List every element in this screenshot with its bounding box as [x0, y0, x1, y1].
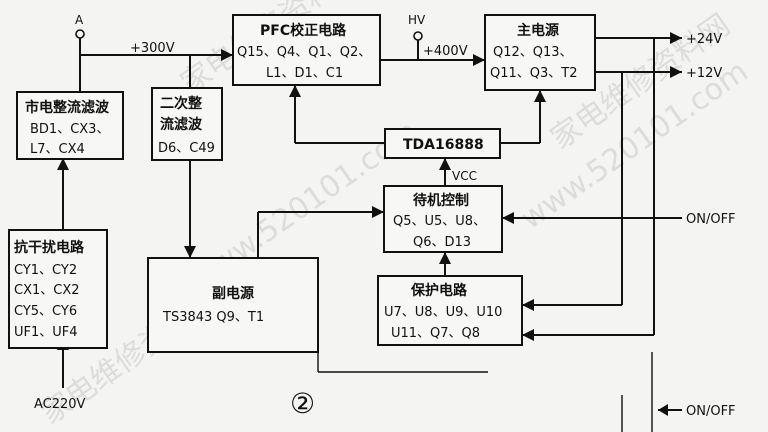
- block-line: Q12、Q13、: [493, 45, 573, 60]
- block-line: U11、Q7、Q8: [391, 326, 480, 341]
- vcc-label: VCC: [452, 169, 477, 183]
- block-title: 二次整: [160, 95, 203, 112]
- block-title: 市电整流滤波: [25, 99, 110, 116]
- block-title: TDA16888: [403, 137, 484, 153]
- block-line: Q15、Q4、Q1、Q2、: [237, 45, 371, 60]
- block-line: CX1、CX2: [14, 283, 80, 298]
- node-hv-label: HV: [408, 13, 426, 27]
- block-line: UF1、UF4: [14, 325, 78, 340]
- node-hv-terminal: [413, 31, 423, 41]
- block-line: U7、U8、U9、U10: [384, 305, 502, 320]
- voltage-400v-label: +400V: [423, 44, 468, 59]
- block-main-psu: 主电源 Q12、Q13、 Q11、Q3、T2: [484, 14, 596, 91]
- block-tda16888: TDA16888: [384, 128, 501, 159]
- node-a-terminal: [75, 29, 85, 39]
- block-title: 抗干扰电路: [14, 239, 85, 256]
- block-title: 待机控制: [413, 192, 469, 209]
- block-title: 保护电路: [410, 282, 468, 299]
- node-a-label: A: [75, 13, 84, 27]
- block-mains-filter: 市电整流滤波 BD1、CX3、 L7、CX4: [16, 91, 124, 160]
- block-line: CY5、CY6: [14, 304, 77, 319]
- block-line: D6、C49: [158, 141, 215, 156]
- voltage-24v-label: +24V: [686, 32, 722, 47]
- ac-input-label: AC220V: [34, 397, 86, 412]
- block-line: Q11、Q3、T2: [490, 66, 578, 81]
- onoff-label-2: ON/OFF: [686, 404, 736, 419]
- voltage-300v-label: +300V: [130, 41, 175, 56]
- block-aux-psu: 副电源 TS3843 Q9、T1: [147, 257, 319, 353]
- block-title: PFC校正电路: [260, 22, 347, 39]
- block-line: L7、CX4: [30, 142, 85, 157]
- block-title: 流滤波: [160, 116, 203, 133]
- circled-number-label: ②: [290, 387, 315, 420]
- block-line: TS3843 Q9、T1: [162, 310, 264, 325]
- voltage-12v-label: +12V: [686, 66, 722, 81]
- block-line: Q6、D13: [413, 235, 471, 250]
- block-emi-filter: 抗干扰电路 CY1、CY2 CX1、CX2 CY5、CY6 UF1、UF4: [8, 229, 108, 349]
- onoff-label-1: ON/OFF: [686, 212, 736, 227]
- block-line: Q5、U5、U8、: [393, 214, 486, 229]
- block-title: 副电源: [212, 285, 254, 302]
- block-standby-control: 待机控制 Q5、U5、U8、 Q6、D13: [383, 185, 503, 253]
- block-title: 主电源: [517, 22, 559, 39]
- block-line: CY1、CY2: [14, 263, 77, 278]
- block-pfc: PFC校正电路 Q15、Q4、Q1、Q2、 L1、D1、C1: [232, 14, 381, 86]
- block-line: BD1、CX3、: [30, 122, 109, 137]
- block-secondary-rectifier: 二次整 流滤波 D6、C49: [151, 87, 223, 161]
- block-line: L1、D1、C1: [266, 66, 343, 81]
- block-protection: 保护电路 U7、U8、U9、U10 U11、Q7、Q8: [377, 275, 523, 346]
